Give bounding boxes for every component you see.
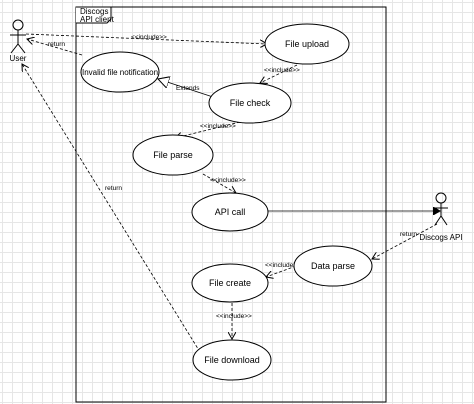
system-title-line1: Discogs bbox=[80, 7, 108, 16]
label-include-user-upload: <<include>> bbox=[131, 34, 167, 41]
relationships bbox=[22, 33, 440, 353]
use-case-file-download[interactable]: File download bbox=[192, 339, 272, 381]
use-case-file-check[interactable]: File check bbox=[208, 82, 292, 124]
label-return-notification: return bbox=[48, 41, 65, 48]
use-case-invalid-notification[interactable]: Invalid file notification bbox=[80, 51, 160, 93]
use-case-file-upload-label: File upload bbox=[285, 39, 329, 49]
use-case-data-parse-label: Data parse bbox=[311, 261, 355, 271]
extends-check-notification bbox=[158, 79, 214, 98]
use-case-file-check-label: File check bbox=[230, 98, 271, 108]
include-user-file-upload bbox=[25, 33, 267, 44]
label-include-check-parse: <<include>> bbox=[200, 123, 236, 130]
include-upload-check bbox=[260, 64, 298, 83]
label-include-dataparse-create: <<include>> bbox=[265, 262, 301, 269]
return-download-user bbox=[22, 64, 201, 353]
return-discogs-data-parse bbox=[372, 223, 438, 259]
label-include-upload-check: <<include>> bbox=[264, 67, 300, 74]
relationship-labels: <<include>> return <<include>> Extends <… bbox=[48, 34, 417, 320]
system-boundary: Discogs API client bbox=[75, 6, 387, 403]
actor-user-label: User bbox=[10, 54, 27, 63]
use-case-api-call[interactable]: API call bbox=[191, 192, 269, 232]
actor-discogs-api-label: Discogs API bbox=[419, 233, 462, 242]
system-title-line2: API client bbox=[80, 15, 115, 24]
use-case-file-parse[interactable]: File parse bbox=[132, 134, 214, 176]
return-notification-user bbox=[27, 39, 83, 56]
actor-user[interactable] bbox=[10, 19, 26, 54]
label-return-discogs: return bbox=[400, 231, 417, 238]
label-extends: Extends bbox=[176, 85, 200, 92]
use-case-file-create[interactable]: File create bbox=[191, 263, 269, 303]
use-case-invalid-notification-label: Invalid file notification bbox=[82, 68, 158, 77]
label-include-create-download: <<include>> bbox=[216, 313, 252, 320]
actor-discogs-api[interactable] bbox=[434, 192, 448, 226]
use-case-file-download-label: File download bbox=[204, 355, 260, 365]
actor-user-head bbox=[12, 19, 24, 31]
use-case-data-parse[interactable]: Data parse bbox=[293, 245, 373, 287]
use-case-api-call-label: API call bbox=[215, 207, 246, 217]
include-check-parse bbox=[175, 121, 241, 138]
include-parse-api bbox=[202, 173, 236, 193]
use-case-file-upload[interactable]: File upload bbox=[264, 23, 350, 65]
include-dataparse-create bbox=[266, 265, 297, 277]
use-case-file-parse-label: File parse bbox=[153, 150, 193, 160]
label-include-parse-api: <<include>> bbox=[210, 177, 246, 184]
label-return-download: return bbox=[105, 185, 122, 192]
use-case-file-create-label: File create bbox=[209, 278, 251, 288]
actor-discogs-api-head bbox=[435, 192, 447, 204]
